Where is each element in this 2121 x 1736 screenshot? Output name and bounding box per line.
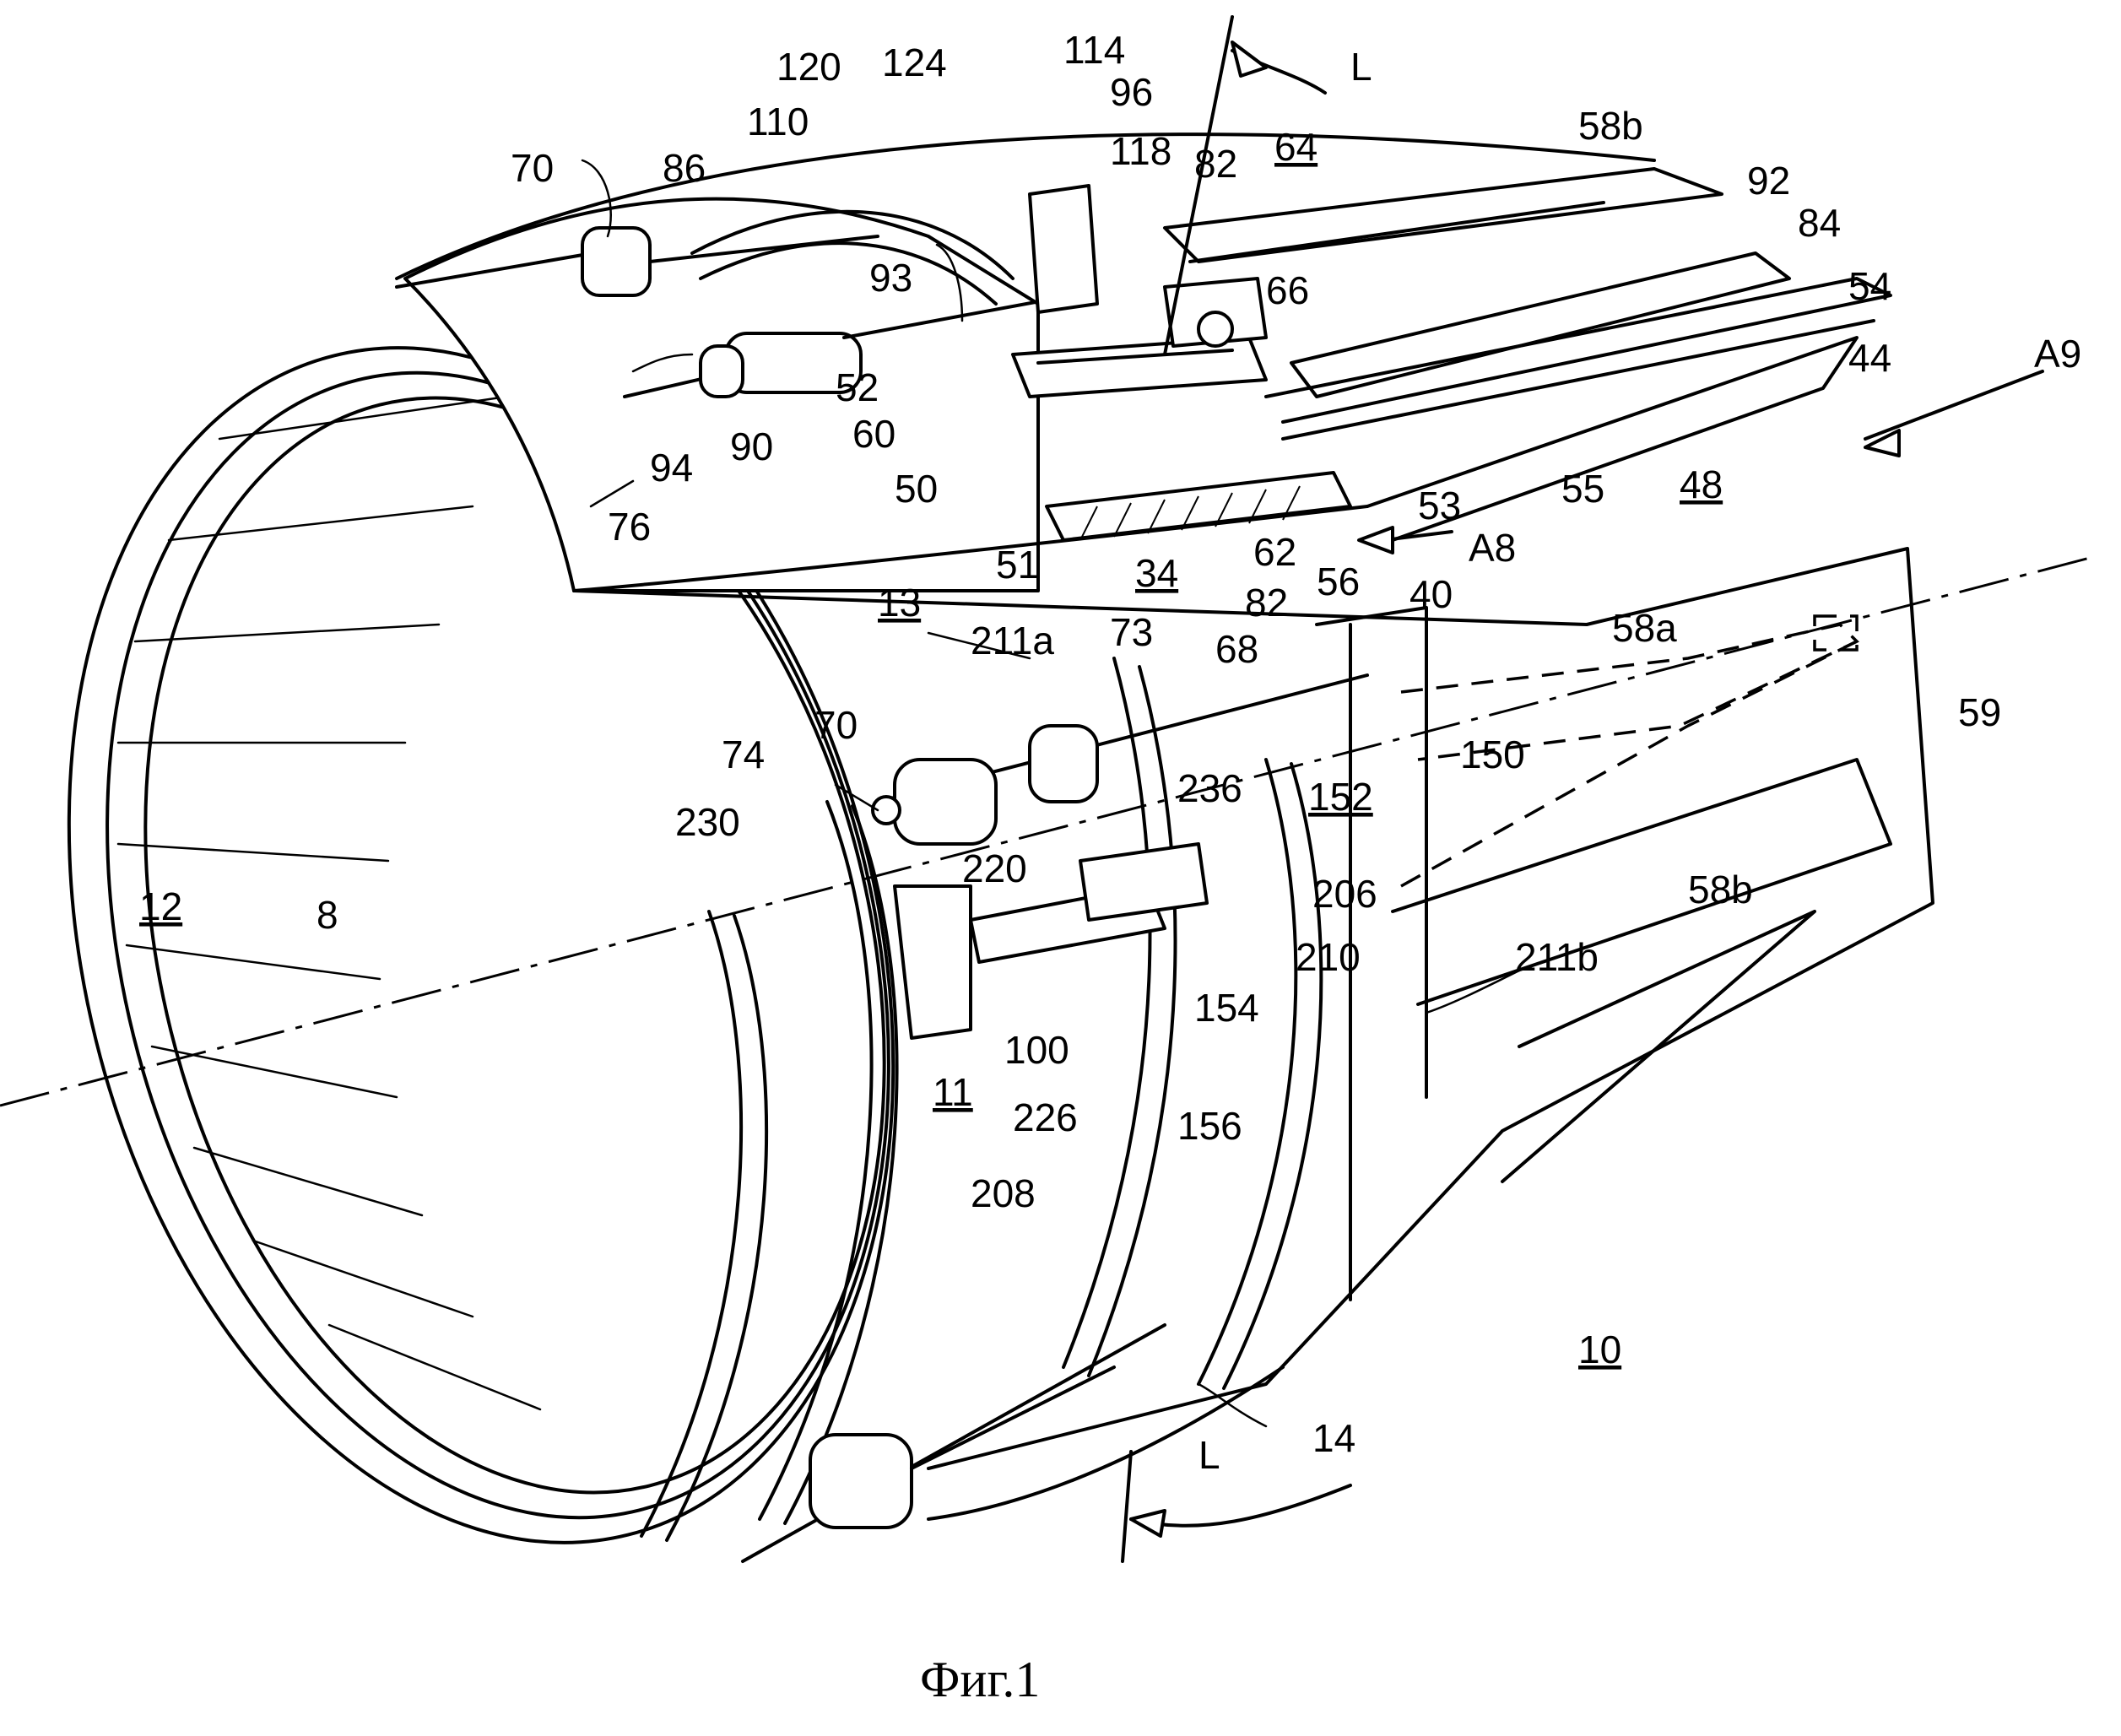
label-124: 124 [882,41,947,84]
label-94: 94 [650,446,693,489]
label-51: 51 [996,543,1039,587]
label-118: 118 [1110,129,1171,173]
label-44: 44 [1848,336,1891,380]
label-114: 114 [1063,28,1125,72]
label-208: 208 [971,1171,1036,1215]
label-96: 96 [1110,70,1153,114]
label-110: 110 [747,100,809,143]
flap-hatch [1047,473,1350,540]
label-230: 230 [675,800,740,844]
label-100: 100 [1004,1028,1069,1072]
label-13: 13 [878,581,921,625]
label-52: 52 [836,365,879,409]
label-64: 64 [1274,125,1318,169]
bottom-actuator [743,1325,1165,1561]
label-60: 60 [852,412,895,456]
label-54: 54 [1848,264,1891,308]
label-120: 120 [776,45,841,89]
label-62: 62 [1253,530,1296,574]
label-10: 10 [1578,1328,1621,1371]
label-84: 84 [1798,201,1841,245]
label-56: 56 [1317,560,1360,603]
label-236: 236 [1177,766,1242,810]
label-73: 73 [1110,610,1153,654]
label-220: 220 [962,846,1027,890]
label-206: 206 [1312,872,1377,916]
label-50: 50 [895,467,938,511]
label-66: 66 [1266,268,1309,312]
label-58b-top: 58b [1578,104,1643,148]
label-210: 210 [1296,935,1361,979]
label-86: 86 [663,146,706,190]
label-74: 74 [722,733,765,776]
label-211a: 211a [971,619,1054,662]
label-82-mid: 82 [1245,581,1288,625]
label-82-top: 82 [1194,142,1237,186]
label-40: 40 [1409,572,1453,616]
label-150: 150 [1460,733,1525,776]
label-211b: 211b [1515,935,1599,979]
label-8: 8 [317,893,338,937]
label-59: 59 [1958,690,2001,734]
label-156: 156 [1177,1104,1242,1148]
label-58a: 58a [1612,606,1677,650]
label-a8: A8 [1469,526,1516,570]
label-12: 12 [139,884,182,928]
label-48: 48 [1680,462,1723,506]
label-226: 226 [1013,1095,1078,1139]
label-a9: A9 [2034,332,2081,376]
label-34: 34 [1135,551,1178,595]
label-90: 90 [730,425,773,468]
label-154: 154 [1194,986,1259,1030]
label-55: 55 [1561,467,1604,511]
label-76: 76 [608,505,651,549]
label-93: 93 [869,256,912,300]
label-11: 11 [933,1070,973,1114]
label-68: 68 [1215,627,1258,671]
label-14: 14 [1312,1416,1355,1460]
label-70-mid: 70 [814,703,858,747]
label-58b-bottom: 58b [1688,868,1753,911]
label-lstation-top: L [1350,45,1372,89]
label-92: 92 [1747,159,1790,203]
reference-labels: 70 86 110 120 124 114 96 118 82 64 L 58b… [139,28,2081,1477]
label-53: 53 [1418,484,1461,527]
label-lstation-bottom: L [1198,1433,1220,1477]
label-70-top: 70 [511,146,554,190]
figure-caption: Фиг.1 [920,1652,1040,1707]
label-152: 152 [1308,775,1373,819]
